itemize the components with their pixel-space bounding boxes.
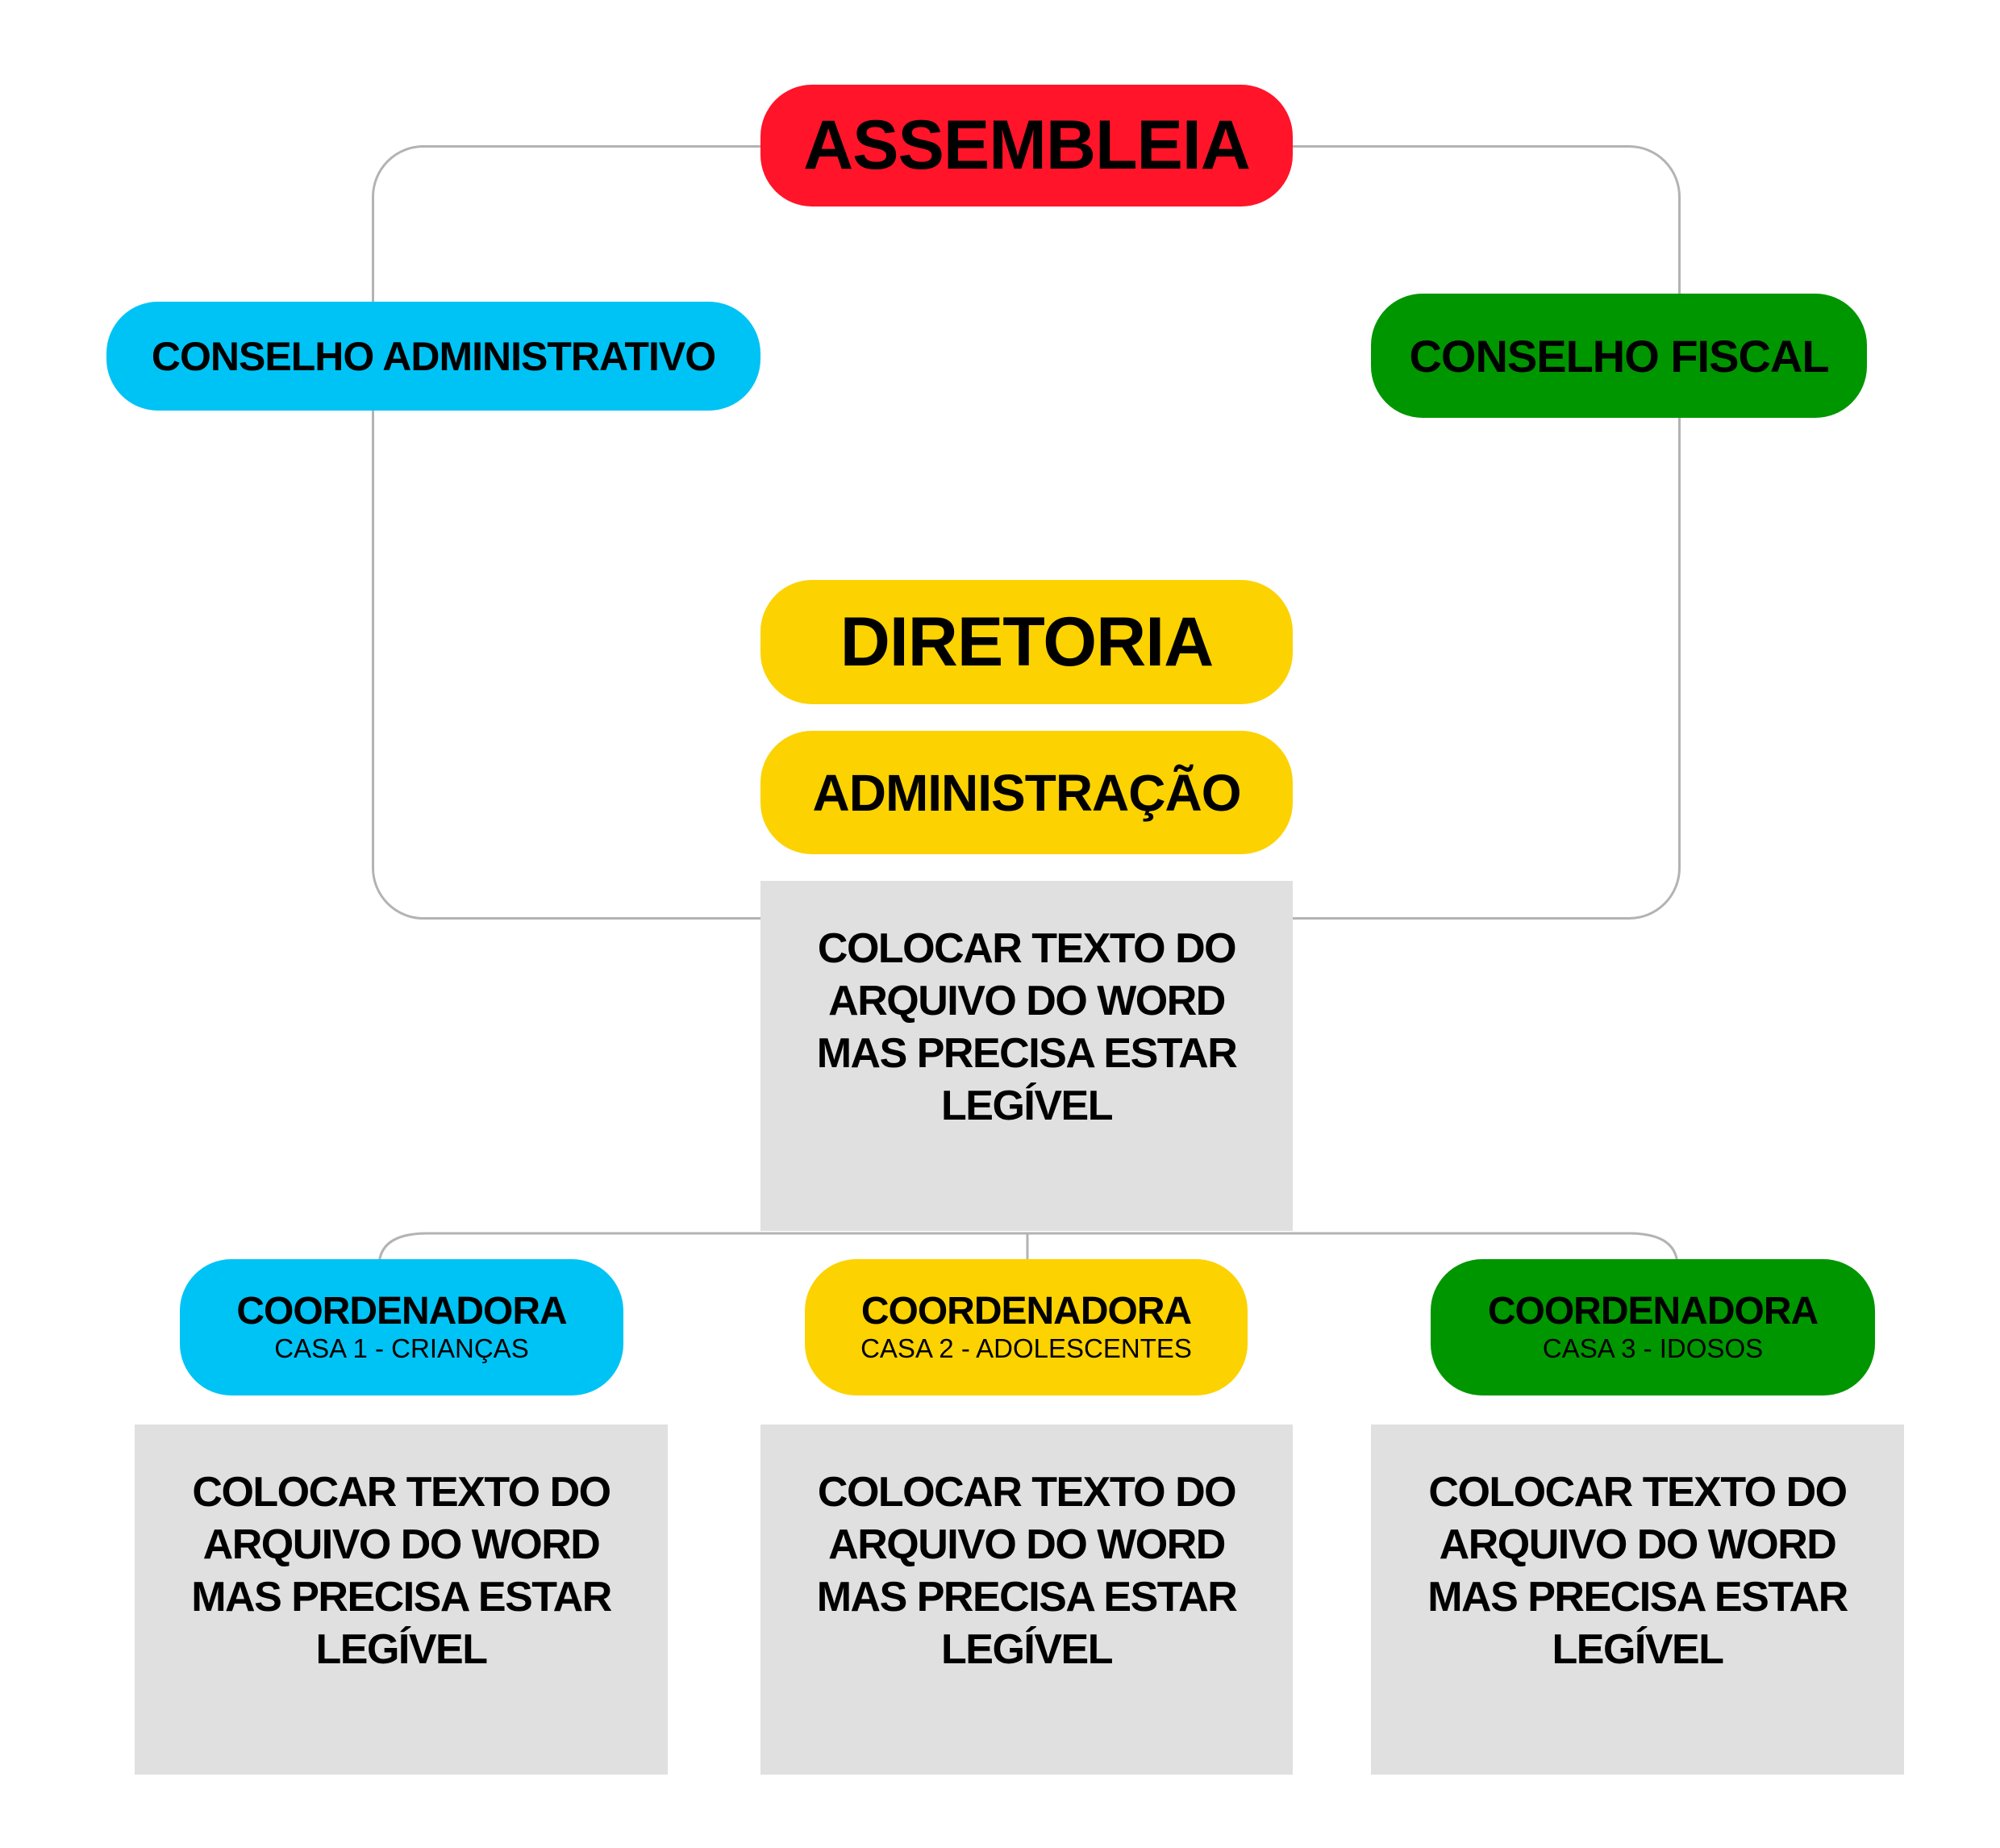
coordenadora-title: COORDENADORA [1487,1289,1819,1333]
node-coordenadora-casa-2: COORDENADORA CASA 2 - ADOLESCENTES [805,1259,1248,1395]
administracao-text-box: COLOCAR TEXTO DO ARQUIVO DO WORD MAS PRE… [760,881,1293,1231]
conselho-administrativo-label: CONSELHO ADMINISTRATIVO [151,333,716,379]
administracao-label: ADMINISTRAÇÃO [812,763,1242,822]
casa-1-text: COLOCAR TEXTO DO ARQUIVO DO WORD MAS PRE… [191,1469,612,1673]
diretoria-label: DIRETORIA [840,603,1214,681]
conselho-fiscal-label: CONSELHO FISCAL [1409,330,1829,382]
administracao-text: COLOCAR TEXTO DO ARQUIVO DO WORD MAS PRE… [816,925,1238,1129]
coordenadora-subtitle: CASA 1 - CRIANÇAS [274,1333,529,1363]
coordenadora-subtitle: CASA 2 - ADOLESCENTES [860,1333,1192,1363]
node-diretoria: DIRETORIA [760,580,1293,704]
casa-2-text-box: COLOCAR TEXTO DO ARQUIVO DO WORD MAS PRE… [760,1425,1293,1775]
node-assembleia: ASSEMBLEIA [760,85,1293,206]
casa-3-text: COLOCAR TEXTO DO ARQUIVO DO WORD MAS PRE… [1427,1469,1848,1673]
node-coordenadora-casa-1: COORDENADORA CASA 1 - CRIANÇAS [180,1259,623,1395]
coordenadora-subtitle: CASA 3 - IDOSOS [1542,1333,1764,1363]
node-conselho-fiscal: CONSELHO FISCAL [1371,294,1867,418]
casa-3-text-box: COLOCAR TEXTO DO ARQUIVO DO WORD MAS PRE… [1371,1425,1904,1775]
assembleia-label: ASSEMBLEIA [803,106,1251,184]
node-conselho-administrativo: CONSELHO ADMINISTRATIVO [106,302,760,411]
node-administracao: ADMINISTRAÇÃO [760,731,1293,854]
coordenadora-title: COORDENADORA [860,1289,1192,1333]
casa-2-text: COLOCAR TEXTO DO ARQUIVO DO WORD MAS PRE… [816,1469,1238,1673]
casa-1-text-box: COLOCAR TEXTO DO ARQUIVO DO WORD MAS PRE… [135,1425,668,1775]
coordenadora-title: COORDENADORA [236,1289,567,1333]
node-coordenadora-casa-3: COORDENADORA CASA 3 - IDOSOS [1431,1259,1875,1395]
